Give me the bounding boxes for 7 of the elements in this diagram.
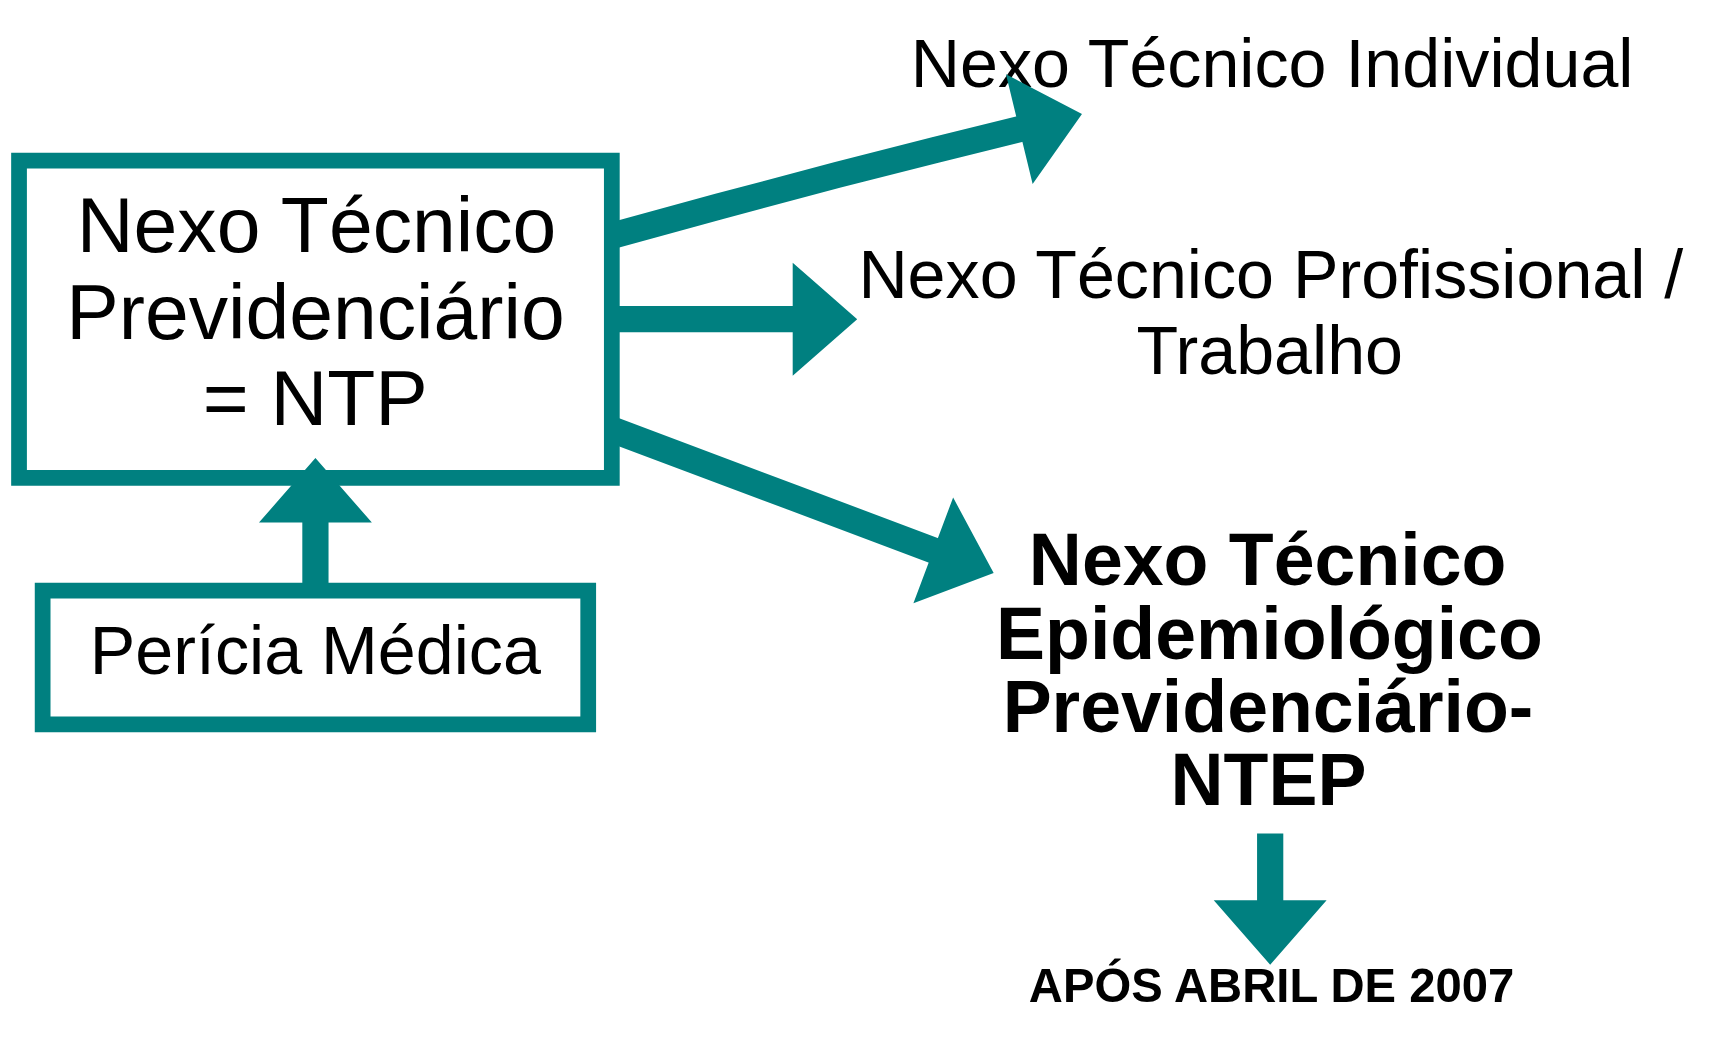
node-text: APÓS ABRIL DE 2007 [1028, 958, 1515, 1012]
node-box: Nexo Técnico Previdenciário = NTP [11, 152, 620, 486]
arrow [1213, 833, 1327, 965]
node-text: Nexo Técnico Profissional / Trabalho [858, 235, 1684, 388]
node-box: Perícia Médica [34, 582, 597, 732]
node-text: Nexo Técnico Epidemiológico Previdenciário- NTEP [996, 518, 1543, 821]
node-text: Nexo Técnico Individual [910, 24, 1634, 101]
